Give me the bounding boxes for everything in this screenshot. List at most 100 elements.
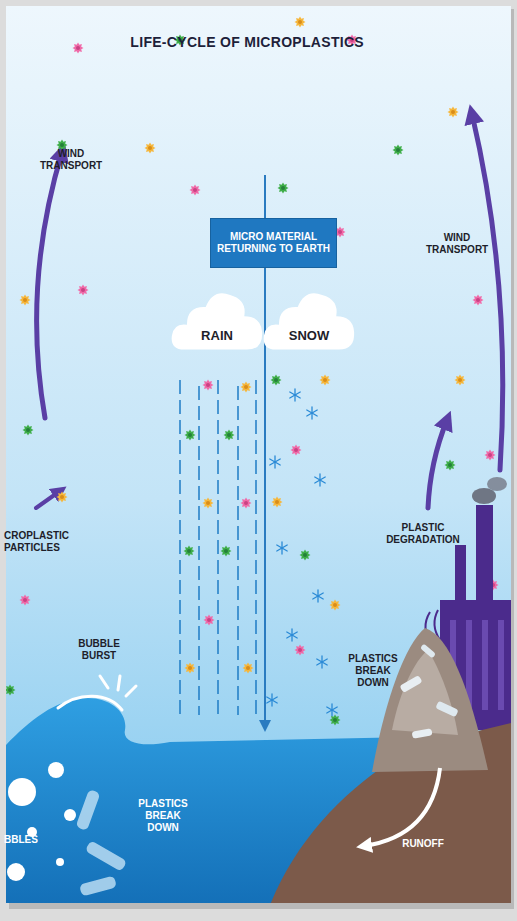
info-box: MICRO MATERIAL RETURNING TO EARTH — [210, 218, 337, 268]
microplastic-particle — [6, 685, 16, 696]
microplastic-particle — [295, 17, 306, 28]
snowflake — [290, 389, 300, 401]
wind-arrow — [36, 114, 503, 508]
snowflake — [317, 656, 327, 668]
microplastic-particle — [271, 375, 282, 386]
node-text: SNOW — [289, 328, 329, 343]
microplastic-particle — [448, 107, 459, 118]
microplastic-particle — [203, 498, 214, 509]
cloud-shape: RAIN — [170, 283, 264, 357]
landfill — [412, 728, 433, 738]
rain-streak — [180, 380, 256, 715]
plastic-bottle — [76, 789, 128, 896]
scene-label: WIND TRANSPORT — [426, 232, 488, 256]
microplastic-particle — [20, 595, 31, 606]
microplastic-particle — [241, 382, 252, 393]
factory — [482, 620, 488, 710]
microplastic-particle — [300, 550, 311, 561]
scene-label: BBLES — [4, 834, 44, 846]
microplastic-particle — [455, 375, 466, 386]
plastic-bottle — [85, 840, 127, 871]
bubble — [64, 809, 76, 821]
microplastic-particle — [204, 615, 215, 626]
microplastic-particle — [23, 425, 34, 436]
sky — [6, 6, 511, 903]
plastic-bottle — [76, 789, 101, 831]
bubble — [7, 762, 76, 881]
scene — [6, 17, 511, 904]
microplastic-particle — [272, 497, 283, 508]
landfill — [435, 701, 458, 718]
microplastic-particle — [291, 445, 302, 456]
microplastic-particle — [203, 380, 214, 391]
landfill — [372, 628, 488, 772]
microplastic-particle — [278, 183, 289, 194]
scene-label: BUBBLE BURST — [74, 638, 124, 662]
snowflake — [277, 542, 287, 554]
microplastic-particle — [57, 492, 68, 503]
rain-streak — [237, 386, 239, 715]
scene-label: PLASTIC DEGRADATION — [384, 522, 462, 546]
bubble — [8, 778, 36, 806]
rain-streak — [255, 380, 257, 715]
microplastic-particle — [330, 600, 341, 611]
rain-streak — [198, 386, 200, 715]
snowflake — [287, 629, 297, 641]
plastic-bottle — [79, 876, 117, 897]
wind-arrow — [428, 420, 447, 508]
microplastic-particle — [78, 285, 89, 296]
cloud-shape: SNOW — [262, 283, 356, 357]
microplastic-particle — [241, 498, 252, 509]
bubble — [56, 858, 64, 866]
snowflake — [270, 456, 280, 468]
bubble — [7, 863, 25, 881]
microplastic-particle — [20, 295, 31, 306]
microplastic-particle — [224, 430, 235, 441]
microplastic-particle — [330, 715, 341, 726]
cloud-outline — [172, 293, 263, 349]
microplastic-particle — [295, 645, 306, 656]
snowflake — [315, 474, 325, 486]
snowflake — [307, 407, 317, 419]
landfill — [372, 628, 488, 772]
cloud-outline — [264, 293, 355, 349]
factory — [498, 620, 504, 710]
landfill — [399, 675, 422, 693]
factory — [476, 505, 493, 615]
microplastic-particle — [393, 145, 404, 156]
microplastic-particle — [6, 17, 499, 726]
cloud-outline — [262, 283, 356, 357]
cloud-outline — [170, 283, 264, 357]
snowflake — [267, 694, 277, 706]
factory — [472, 488, 496, 504]
scene-label: WIND TRANSPORT — [40, 148, 102, 172]
rain-streak — [217, 380, 219, 715]
microplastic-particle — [145, 143, 156, 154]
node-text: MICRO MATERIAL RETURNING TO EARTH — [216, 231, 331, 256]
snowflake — [267, 389, 337, 716]
landfill — [392, 650, 458, 735]
scene-label: RUNOFF — [398, 838, 448, 850]
snowflake — [327, 704, 337, 716]
wind-arrow — [472, 114, 503, 470]
scene-label: PLASTICS BREAK DOWN — [130, 798, 196, 834]
microplastic-particle — [485, 450, 496, 461]
microplastic-particle — [445, 460, 456, 471]
wind-arrow — [36, 491, 60, 508]
snowflake — [313, 590, 323, 602]
microplastic-particle — [185, 430, 196, 441]
wave-foam — [58, 676, 136, 710]
microplastic-particle — [185, 663, 196, 674]
factory — [487, 477, 507, 491]
scene-label: PLASTICS BREAK DOWN — [340, 653, 406, 689]
microplastic-particle — [243, 663, 254, 674]
microplastic-particle — [73, 43, 84, 54]
microplastic-particle — [221, 546, 232, 557]
microplastic-particle — [320, 375, 331, 386]
landfill — [420, 644, 436, 659]
wave-foam — [58, 696, 122, 710]
